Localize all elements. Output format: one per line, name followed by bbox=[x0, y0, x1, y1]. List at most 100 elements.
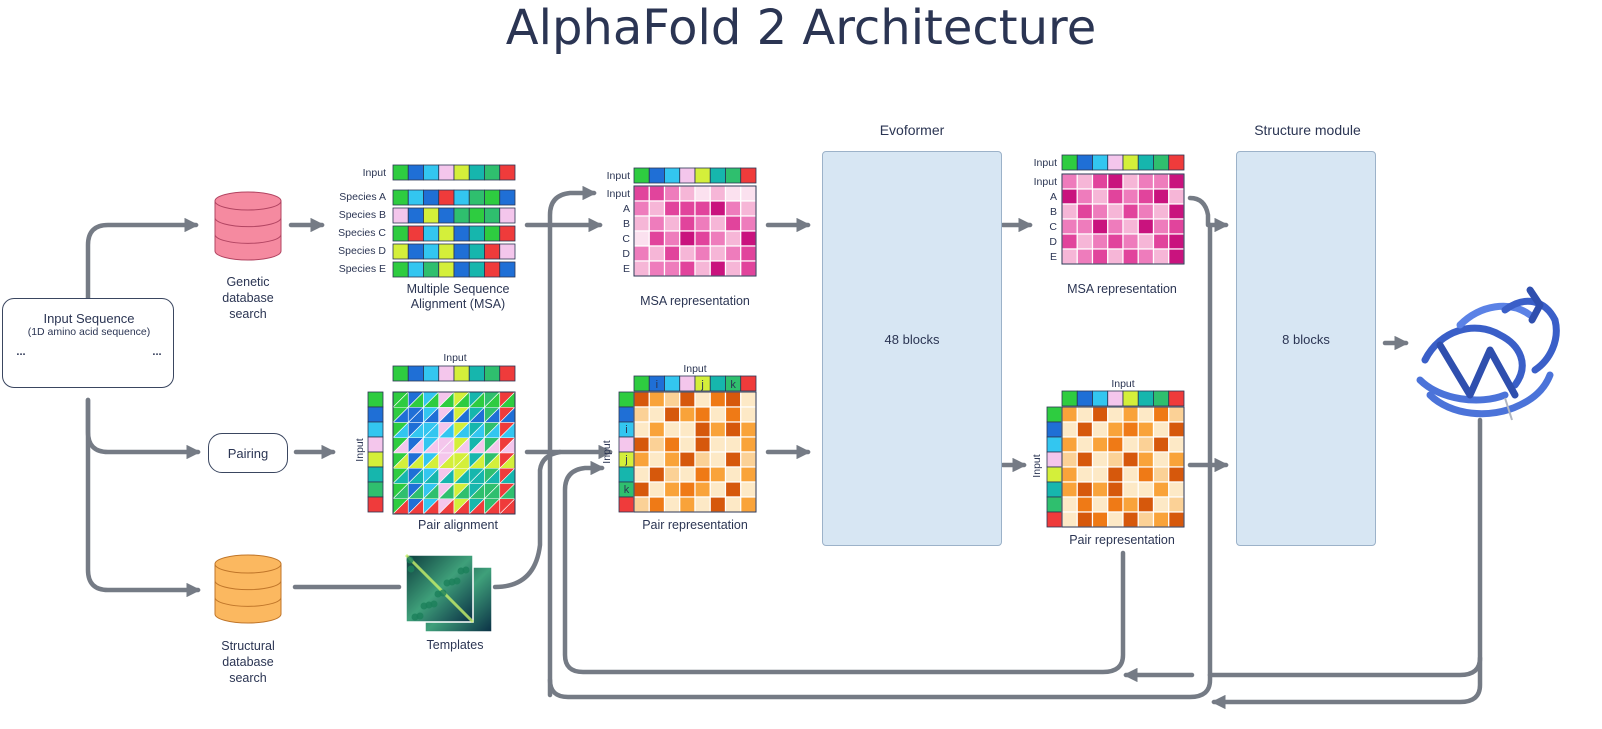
sequence-cell bbox=[679, 375, 696, 392]
heat-cell bbox=[694, 245, 711, 262]
template-speckle bbox=[416, 612, 424, 620]
heat-cell bbox=[1076, 481, 1094, 498]
template-speckle bbox=[453, 577, 461, 585]
heat-cell bbox=[1137, 406, 1155, 423]
pair-rep2-grid bbox=[1061, 406, 1185, 528]
heat-cell bbox=[709, 496, 727, 513]
heat-cell bbox=[648, 215, 666, 232]
msa-rep1-row-d: D bbox=[622, 248, 630, 260]
msa-species-strip bbox=[392, 261, 516, 278]
heat-cell bbox=[663, 185, 681, 202]
heat-cell bbox=[663, 481, 681, 498]
msa-rep1-row-b: B bbox=[622, 218, 630, 230]
heat-cell bbox=[679, 260, 696, 277]
sequence-cell bbox=[1046, 421, 1063, 438]
msa-input-strip bbox=[392, 164, 516, 181]
heat-cell bbox=[1091, 451, 1109, 468]
input-sequence-title: Input Sequence bbox=[43, 311, 135, 326]
heat-cell bbox=[648, 245, 666, 262]
heat-cell bbox=[1122, 481, 1139, 498]
ellipsis-left: ... bbox=[16, 346, 26, 358]
heat-cell bbox=[633, 200, 650, 217]
pair-rep1-row-letter: j bbox=[624, 454, 627, 466]
sequence-cell bbox=[679, 167, 696, 184]
pair-align-border bbox=[392, 391, 516, 515]
msa-rep1-grid bbox=[633, 185, 757, 277]
msa-species-e: Species E bbox=[338, 263, 386, 275]
sequence-cell bbox=[618, 436, 635, 453]
msa-rep2-row-input: Input bbox=[1033, 176, 1057, 188]
sequence-cell bbox=[1046, 496, 1063, 513]
sequence-cell bbox=[1137, 390, 1154, 407]
cylinder-ring bbox=[214, 597, 282, 607]
heat-cell bbox=[724, 185, 742, 202]
heat-cell bbox=[679, 230, 696, 247]
sequence-cell bbox=[664, 375, 681, 392]
pair-rep1-top-strip bbox=[633, 375, 757, 392]
heat-cell bbox=[1122, 173, 1139, 190]
heat-cell bbox=[694, 185, 711, 202]
sequence-cell bbox=[468, 261, 485, 278]
heat-cell bbox=[679, 406, 696, 423]
cylinder-top bbox=[214, 554, 282, 574]
heat-cell bbox=[1107, 466, 1124, 483]
protein-strand bbox=[1426, 371, 1554, 418]
sequence-cell bbox=[484, 243, 501, 260]
sequence-cell bbox=[407, 261, 424, 278]
msa-caption-2: Alignment (MSA) bbox=[410, 297, 506, 311]
heat-cell bbox=[633, 406, 650, 423]
msa-rep2-row-b: B bbox=[1049, 206, 1057, 218]
sequence-cell bbox=[740, 167, 757, 184]
heat-cell bbox=[1061, 203, 1078, 220]
protein-strand bbox=[1501, 297, 1560, 374]
heat-cell bbox=[633, 496, 650, 513]
heat-cell bbox=[1076, 496, 1094, 513]
msa-species-c: Species C bbox=[338, 227, 386, 239]
pair-rep1-side-strip bbox=[618, 391, 635, 513]
heat-cell bbox=[694, 436, 711, 453]
heat-cell bbox=[633, 436, 650, 453]
sequence-cell bbox=[438, 261, 455, 278]
msa-species-d: Species D bbox=[338, 245, 386, 257]
heat-cell bbox=[648, 391, 666, 408]
pair-rep1-grid bbox=[633, 391, 757, 513]
heat-cell bbox=[740, 200, 757, 217]
pair-rep2-input-top: Input bbox=[1111, 378, 1135, 390]
heat-cell bbox=[633, 260, 650, 277]
heat-cell bbox=[1076, 218, 1094, 235]
sequence-cell bbox=[453, 365, 470, 382]
pair-rep2-caption: Pair representation bbox=[1069, 533, 1175, 547]
sequence-cell bbox=[1076, 390, 1093, 407]
heat-cell bbox=[679, 391, 696, 408]
msa-rep2-row-e: E bbox=[1049, 251, 1057, 263]
heat-cell bbox=[1152, 466, 1170, 483]
heat-cell bbox=[679, 200, 696, 217]
cylinder-ring bbox=[214, 234, 282, 244]
heat-cell bbox=[709, 185, 727, 202]
heat-cell bbox=[1137, 203, 1155, 220]
sequence-cell bbox=[468, 189, 485, 206]
heat-cell bbox=[709, 260, 727, 277]
heat-cell bbox=[1152, 436, 1170, 453]
heat-cell bbox=[663, 245, 681, 262]
sequence-cell bbox=[484, 207, 501, 224]
sequence-cell bbox=[453, 261, 470, 278]
heat-cell bbox=[740, 436, 757, 453]
heat-cell bbox=[694, 406, 711, 423]
msa-rep1-row-c: C bbox=[622, 233, 630, 245]
heat-cell bbox=[1061, 233, 1078, 250]
sequence-cell bbox=[1122, 154, 1139, 171]
heat-cell bbox=[724, 230, 742, 247]
sequence-cell bbox=[1153, 154, 1170, 171]
heat-cell bbox=[740, 466, 757, 483]
heat-cell bbox=[663, 200, 681, 217]
sequence-cell bbox=[453, 225, 470, 242]
sequence-cell bbox=[484, 365, 501, 382]
heat-cell bbox=[663, 436, 681, 453]
heat-cell bbox=[679, 466, 696, 483]
heat-cell bbox=[1076, 188, 1094, 205]
heat-cell bbox=[1137, 248, 1155, 265]
heat-cell bbox=[724, 421, 742, 438]
